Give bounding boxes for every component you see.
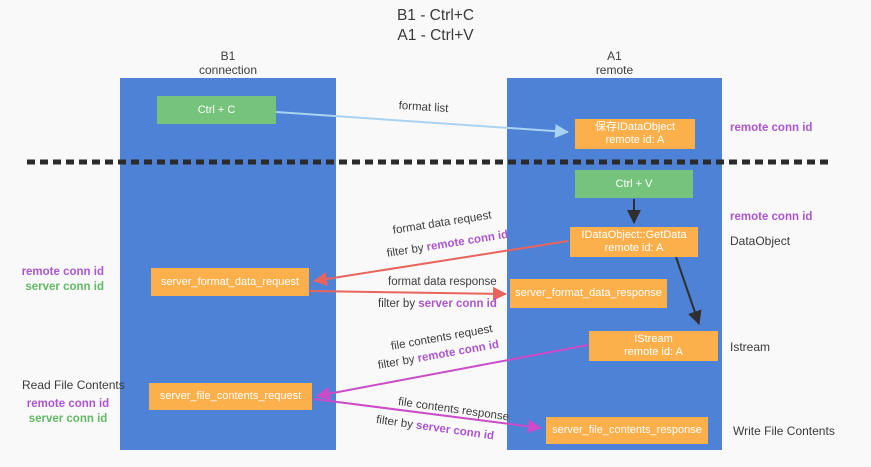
remote-conn-id-text: remote conn id bbox=[26, 398, 110, 410]
header-a1-role: remote bbox=[595, 62, 634, 77]
box-save-idataobject-line1: 保存IDataObject bbox=[594, 121, 676, 133]
arrow-format-data-response bbox=[309, 286, 507, 301]
label-format-data-response: format data response bbox=[388, 276, 497, 288]
filter-by-text: filter by bbox=[377, 353, 419, 372]
label-remote-conn-id-right-2: remote conn id bbox=[730, 211, 813, 223]
box-ctrl-v-label: Ctrl + V bbox=[615, 177, 653, 190]
box-idataobject-getdata-line2: remote id: A bbox=[604, 242, 664, 254]
label-conn-ids-left-2: remote conn id server conn id bbox=[18, 397, 118, 426]
header-a1-remote: A1 remote bbox=[507, 49, 722, 77]
label-filter-by-server-conn-id-1: filter by server conn id bbox=[378, 298, 497, 310]
box-istream-line2: remote id: A bbox=[624, 346, 683, 358]
box-ctrl-v: Ctrl + V bbox=[575, 170, 693, 198]
box-server-file-contents-request: server_file_contents_request bbox=[149, 383, 312, 410]
label-istream: Istream bbox=[730, 340, 771, 354]
header-a1-name: A1 bbox=[607, 49, 622, 63]
label-dataobject: DataObject bbox=[730, 234, 791, 248]
header-b1-connection: B1 connection bbox=[120, 49, 336, 77]
box-ctrl-c: Ctrl + C bbox=[157, 96, 276, 124]
box-idataobject-getdata: IDataObject::GetData remote id: A bbox=[570, 227, 698, 257]
box-server-format-data-response: server_format_data_response bbox=[510, 279, 667, 308]
server-conn-id-text: server conn id bbox=[418, 298, 497, 310]
box-save-idataobject-line2: remote id: A bbox=[605, 134, 665, 146]
box-ctrl-c-label: Ctrl + C bbox=[197, 103, 236, 116]
remote-conn-id-text: remote conn id bbox=[21, 266, 104, 278]
filter-by-text: filter by bbox=[386, 241, 428, 260]
header-b1-role: connection bbox=[198, 62, 258, 77]
server-conn-id-text: server conn id bbox=[415, 419, 495, 443]
server-conn-id-text: server conn id bbox=[25, 280, 104, 293]
filter-by-text: filter by bbox=[375, 414, 417, 432]
box-server-file-contents-request-label: server_file_contents_request bbox=[159, 390, 302, 402]
box-server-format-data-request-label: server_format_data_request bbox=[160, 275, 300, 288]
label-conn-ids-left-1: remote conn id server conn id bbox=[20, 265, 104, 294]
box-save-idataobject: 保存IDataObject remote id: A bbox=[575, 119, 695, 149]
remote-conn-id-text: remote conn id bbox=[425, 228, 510, 254]
title-line-1: B1 - Ctrl+C bbox=[396, 7, 475, 24]
box-server-format-data-response-label: server_format_data_response bbox=[515, 287, 662, 299]
label-write-file-contents: Write File Contents bbox=[733, 424, 835, 438]
label-format-list: format list bbox=[398, 100, 449, 116]
box-istream: IStream remote id: A bbox=[589, 331, 718, 361]
filter-by-text: filter by bbox=[378, 298, 419, 310]
box-istream-line1: IStream bbox=[634, 333, 673, 345]
diagram-title: B1 - Ctrl+C A1 - Ctrl+V bbox=[0, 6, 871, 46]
box-server-file-contents-response-label: server_file_contents_response bbox=[552, 424, 702, 436]
box-server-format-data-request: server_format_data_request bbox=[151, 268, 309, 296]
label-read-file-contents: Read File Contents bbox=[22, 378, 125, 392]
header-b1-name: B1 bbox=[220, 49, 236, 63]
title-line-2: A1 - Ctrl+V bbox=[397, 27, 474, 44]
box-idataobject-getdata-line1: IDataObject::GetData bbox=[581, 229, 687, 241]
box-server-file-contents-response: server_file_contents_response bbox=[546, 417, 708, 444]
label-remote-conn-id-right-1: remote conn id bbox=[730, 122, 813, 134]
server-conn-id-text: server conn id bbox=[28, 412, 108, 425]
